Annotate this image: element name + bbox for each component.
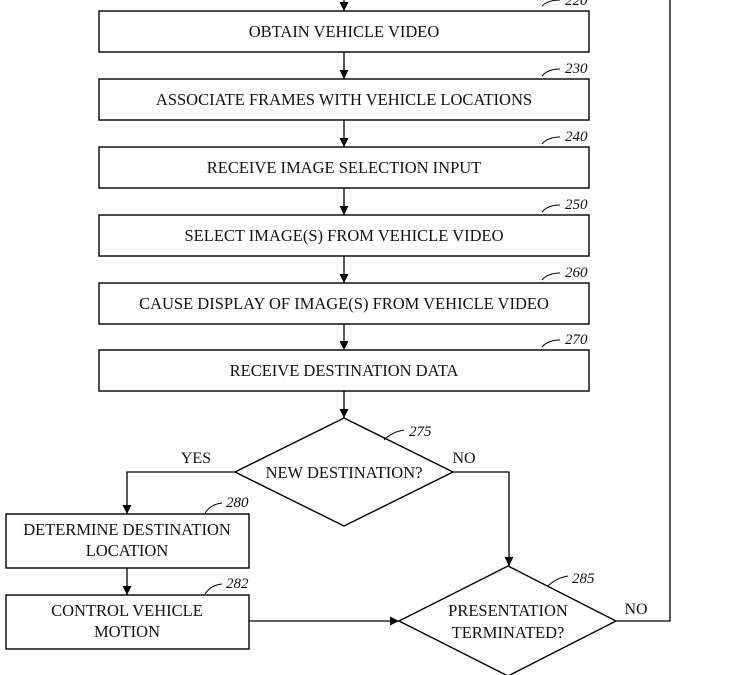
ref-270: 270 [565, 332, 588, 348]
ref-285: 285 [572, 571, 595, 587]
step-220-text: OBTAIN VEHICLE VIDEO [249, 22, 440, 41]
step-282-box [5, 594, 250, 650]
ref-leader-280 [204, 502, 223, 514]
step-282-text-line1: CONTROL VEHICLE [51, 601, 203, 620]
step-240-text: RECEIVE IMAGE SELECTION INPUT [207, 158, 482, 177]
decision-285-text-line2: TERMINATED? [452, 623, 565, 642]
step-250: SELECT IMAGE(S) FROM VEHICLE VIDEO 250 [98, 197, 590, 257]
ref-leader-260 [541, 272, 561, 281]
ref-leader-275 [383, 429, 405, 441]
ref-260: 260 [565, 265, 588, 281]
step-280-box [5, 513, 250, 569]
ref-leader-220 [541, 0, 561, 7]
ref-230: 230 [565, 61, 588, 77]
ref-220: 220 [565, 0, 588, 9]
step-280-text-line2: LOCATION [86, 541, 169, 560]
step-230-text: ASSOCIATE FRAMES WITH VEHICLE LOCATIONS [156, 90, 532, 109]
step-270: RECEIVE DESTINATION DATA 270 [98, 332, 590, 392]
step-282-text-line2: MOTION [94, 622, 160, 641]
decision-275: NEW DESTINATION? 275 YES NO [181, 417, 476, 527]
ref-leader-230 [541, 68, 561, 77]
loop-285-no-return [616, 0, 671, 622]
step-260: CAUSE DISPLAY OF IMAGE(S) FROM VEHICLE V… [98, 265, 590, 325]
ref-leader-282 [204, 583, 223, 595]
decision-285-diamond [397, 565, 618, 675]
ref-275: 275 [409, 424, 432, 440]
step-282: CONTROL VEHICLE MOTION 282 [5, 576, 250, 650]
step-240: RECEIVE IMAGE SELECTION INPUT 240 [98, 129, 590, 189]
decision-285-no-label: NO [624, 601, 647, 618]
step-280-text-line1: DETERMINE DESTINATION [23, 520, 231, 539]
decision-275-text: NEW DESTINATION? [266, 463, 423, 482]
step-280: DETERMINE DESTINATION LOCATION 280 [5, 495, 250, 569]
step-260-box [98, 282, 590, 325]
arrow-275-yes-280 [122, 471, 235, 514]
decision-275-yes-label: YES [181, 450, 211, 467]
step-240-box [98, 146, 590, 189]
decision-285-text-line1: PRESENTATION [448, 601, 568, 620]
ref-leader-250 [541, 204, 561, 213]
step-250-box [98, 214, 590, 257]
ref-280: 280 [226, 495, 249, 511]
step-260-text: CAUSE DISPLAY OF IMAGE(S) FROM VEHICLE V… [139, 294, 549, 313]
ref-250: 250 [565, 197, 588, 213]
decision-275-no-label: NO [452, 450, 475, 467]
ref-282: 282 [226, 576, 249, 592]
ref-leader-285 [547, 575, 569, 587]
arrow-275-no-285 [453, 471, 514, 566]
decision-275-diamond [233, 417, 455, 527]
step-250-text: SELECT IMAGE(S) FROM VEHICLE VIDEO [184, 226, 503, 245]
ref-240: 240 [565, 129, 588, 145]
step-270-text: RECEIVE DESTINATION DATA [230, 361, 459, 380]
ref-leader-240 [541, 136, 561, 145]
decision-285: PRESENTATION TERMINATED? 285 NO [397, 565, 648, 675]
ref-leader-270 [541, 339, 561, 348]
